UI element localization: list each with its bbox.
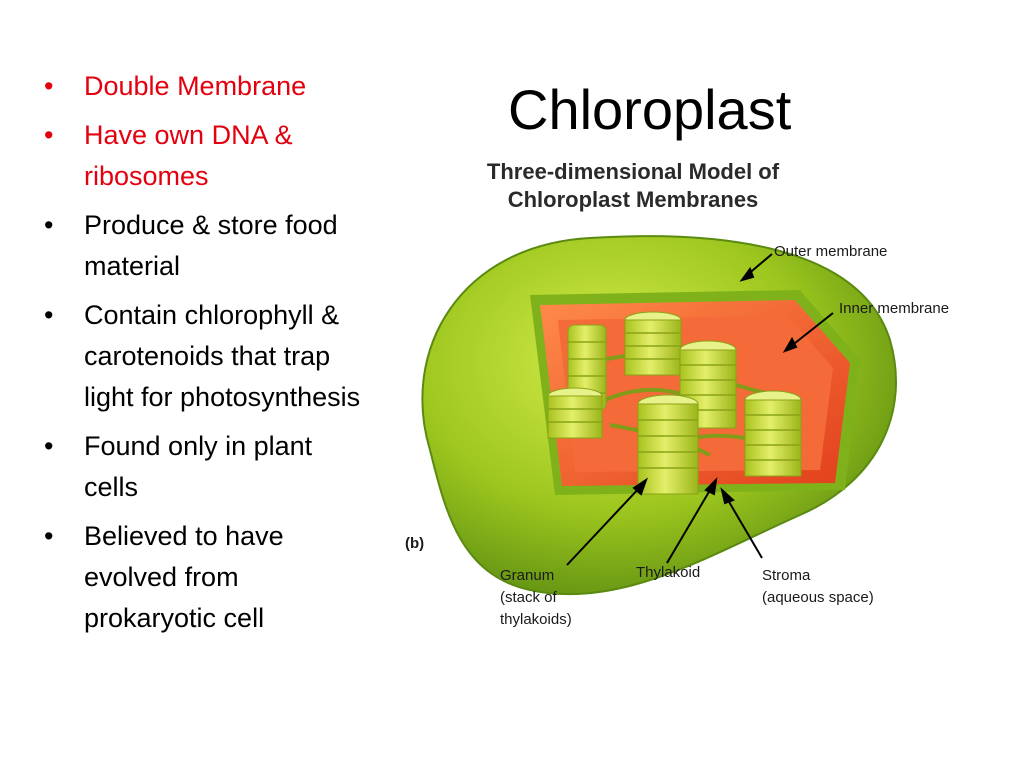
bullet-item: • Produce & store food material	[38, 205, 368, 287]
bullet-text: Contain chlorophyll & carotenoids that t…	[84, 300, 361, 412]
bullet-list: • Double Membrane • Have own DNA & ribosom…	[38, 66, 368, 647]
bullet-text: Found only in plant cells	[84, 431, 313, 502]
granum-stacks	[547, 311, 802, 495]
figure-heading-line2: Chloroplast Membranes	[507, 187, 759, 212]
granum-stack	[744, 390, 802, 477]
chloroplast-diagram: Three-dimensional Model of Chloroplast M…	[390, 150, 990, 650]
bullet-text: Have own DNA & ribosomes	[84, 120, 293, 191]
slide-title: Chloroplast	[508, 78, 792, 141]
label-inner-membrane: Inner membrane	[839, 300, 950, 317]
bullet-item: • Have own DNA & ribosomes	[38, 115, 368, 197]
label-outer-membrane: Outer membrane	[774, 243, 888, 260]
bullet-dot: •	[44, 521, 54, 551]
granum-stack	[624, 311, 682, 376]
label-stroma: Stroma	[762, 567, 811, 584]
bullet-dot: •	[44, 300, 54, 330]
figure-heading-line1: Three-dimensional Model of	[486, 159, 780, 184]
label-granum-line3: thylakoids)	[500, 611, 572, 628]
bullet-text: Double Membrane	[84, 71, 307, 101]
bullet-item: • Found only in plant cells	[38, 426, 368, 508]
bullet-dot: •	[44, 210, 54, 240]
label-stroma-line2: (aqueous space)	[762, 589, 874, 606]
label-thylakoid: Thylakoid	[636, 564, 701, 581]
bullet-item: • Contain chlorophyll & carotenoids that …	[38, 295, 368, 418]
bullet-item: • Double Membrane	[38, 66, 368, 107]
chloroplast-illustration	[421, 235, 897, 596]
bullet-dot: •	[44, 71, 54, 101]
label-granum: Granum	[500, 567, 555, 584]
bullet-text: Believed to have evolved from prokaryoti…	[84, 521, 284, 633]
label-granum-line2: (stack of	[500, 589, 557, 606]
bullet-text: Produce & store food material	[84, 210, 338, 281]
bullet-item: • Believed to have evolved from prokaryot…	[38, 516, 368, 639]
granum-stack	[679, 340, 737, 429]
granum-stack	[547, 387, 603, 439]
granum-stack	[637, 394, 699, 495]
bullet-dot: •	[44, 120, 54, 150]
panel-label: (b)	[405, 535, 425, 552]
label-arrows	[566, 253, 834, 566]
bullet-dot: •	[44, 431, 54, 461]
